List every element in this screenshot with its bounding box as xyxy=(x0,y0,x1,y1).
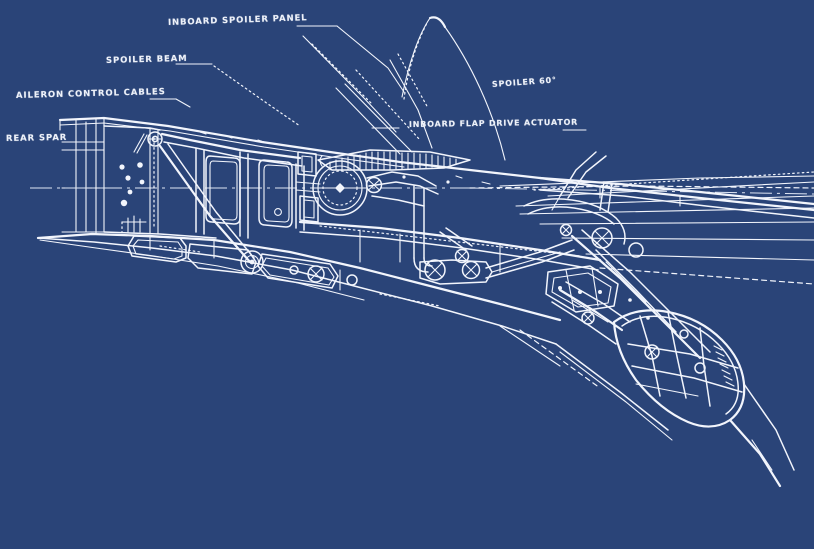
rib-fittings xyxy=(295,151,321,223)
spoiler-beam-truss xyxy=(158,132,305,264)
rear-spar-web xyxy=(61,119,105,233)
upper-wing-surface xyxy=(58,116,814,234)
deployed-flap-assembly xyxy=(612,309,795,488)
outer-wing-skin xyxy=(538,176,814,219)
lower-wing-surface xyxy=(36,232,562,345)
flap-carriage-track xyxy=(545,265,631,345)
callout-rear-spar: REAR SPAR xyxy=(5,132,68,144)
spoiler-panel-links xyxy=(302,35,433,155)
detail-ticks xyxy=(159,131,650,320)
spoiler-deployed-arc xyxy=(401,16,506,161)
lower-aft-skin xyxy=(499,325,673,441)
flap-drive-drum xyxy=(312,160,368,216)
leader-lines xyxy=(61,25,587,161)
lower-fairing-panels xyxy=(127,235,358,291)
mid-trailing-structure xyxy=(298,220,602,273)
spoiler-hinge-fitting xyxy=(147,131,163,147)
callout-spoiler-beam: SPOILER BEAM xyxy=(105,53,188,66)
centerline-2 xyxy=(469,187,814,195)
inboard-rib-bay xyxy=(103,125,217,239)
